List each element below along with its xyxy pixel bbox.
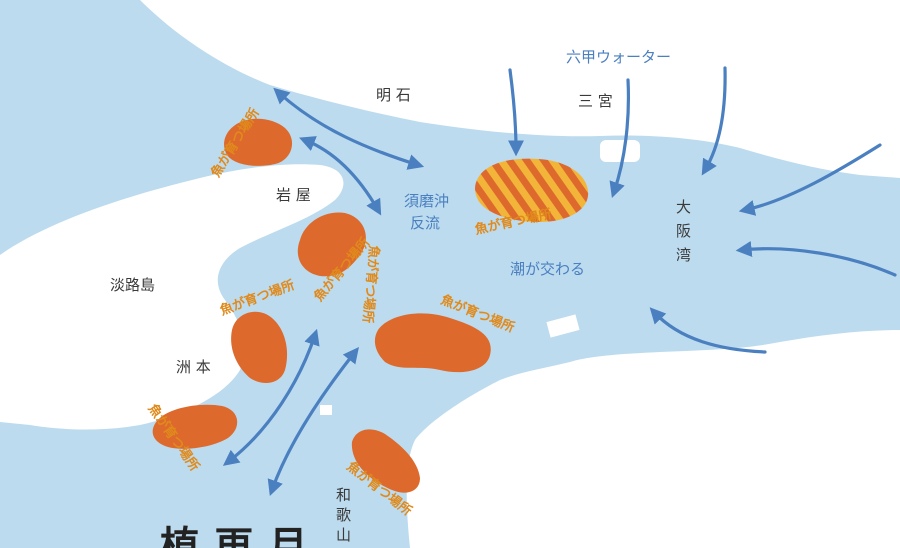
arrow-east-inflow-1 [738, 143, 882, 216]
place-awajishima: 淡路島 [110, 276, 155, 294]
arrow-southeast-inflow [649, 307, 767, 354]
port-island [600, 140, 640, 162]
label-suma-backflow-2: 反流 [410, 214, 440, 232]
place-sumoto: 洲 本 [176, 358, 211, 376]
arrow-iwaya-channel [299, 136, 382, 216]
place-sannomiya: 三 宮 [578, 92, 613, 110]
nursery-area-sumoto-south [152, 404, 238, 449]
place-iwaya: 岩 屋 [276, 186, 311, 204]
nursery-area-center [374, 313, 491, 373]
label-suma-backflow-1: 須磨沖 [404, 192, 449, 210]
place-wakayama-1: 和 [336, 486, 351, 504]
place-wakayama-3: 山 [336, 526, 351, 544]
nursery-area-wakayama [351, 429, 420, 493]
arrow-north-inflow-2 [609, 78, 631, 199]
place-osaka-bay-3: 湾 [676, 246, 691, 264]
place-osaka-bay-2: 阪 [676, 222, 691, 240]
arrow-north-inflow-1 [507, 68, 524, 157]
place-akashi: 明 石 [376, 86, 411, 104]
nursery-label-iwaya-side: 魚が育つ場所 [359, 245, 382, 324]
arrow-east-inflow-2 [735, 241, 897, 277]
port-island-small [546, 314, 580, 338]
small-island [320, 405, 332, 415]
label-rokko-water: 六甲ウォーター [566, 48, 671, 66]
label-tides-meet: 潮が交わる [510, 260, 585, 278]
place-wakayama-2: 歌 [336, 506, 351, 524]
place-osaka-bay-1: 大 [676, 198, 691, 216]
nursery-area-striped [475, 158, 589, 222]
awajishima-island [0, 164, 344, 430]
current-arrows [222, 66, 897, 497]
arrow-sumoto-channel [222, 328, 320, 466]
arrow-north-inflow-3 [701, 66, 727, 176]
nursery-area-iwaya [297, 212, 366, 277]
bottom-heading-fragment: 植 再 月 [160, 524, 308, 548]
